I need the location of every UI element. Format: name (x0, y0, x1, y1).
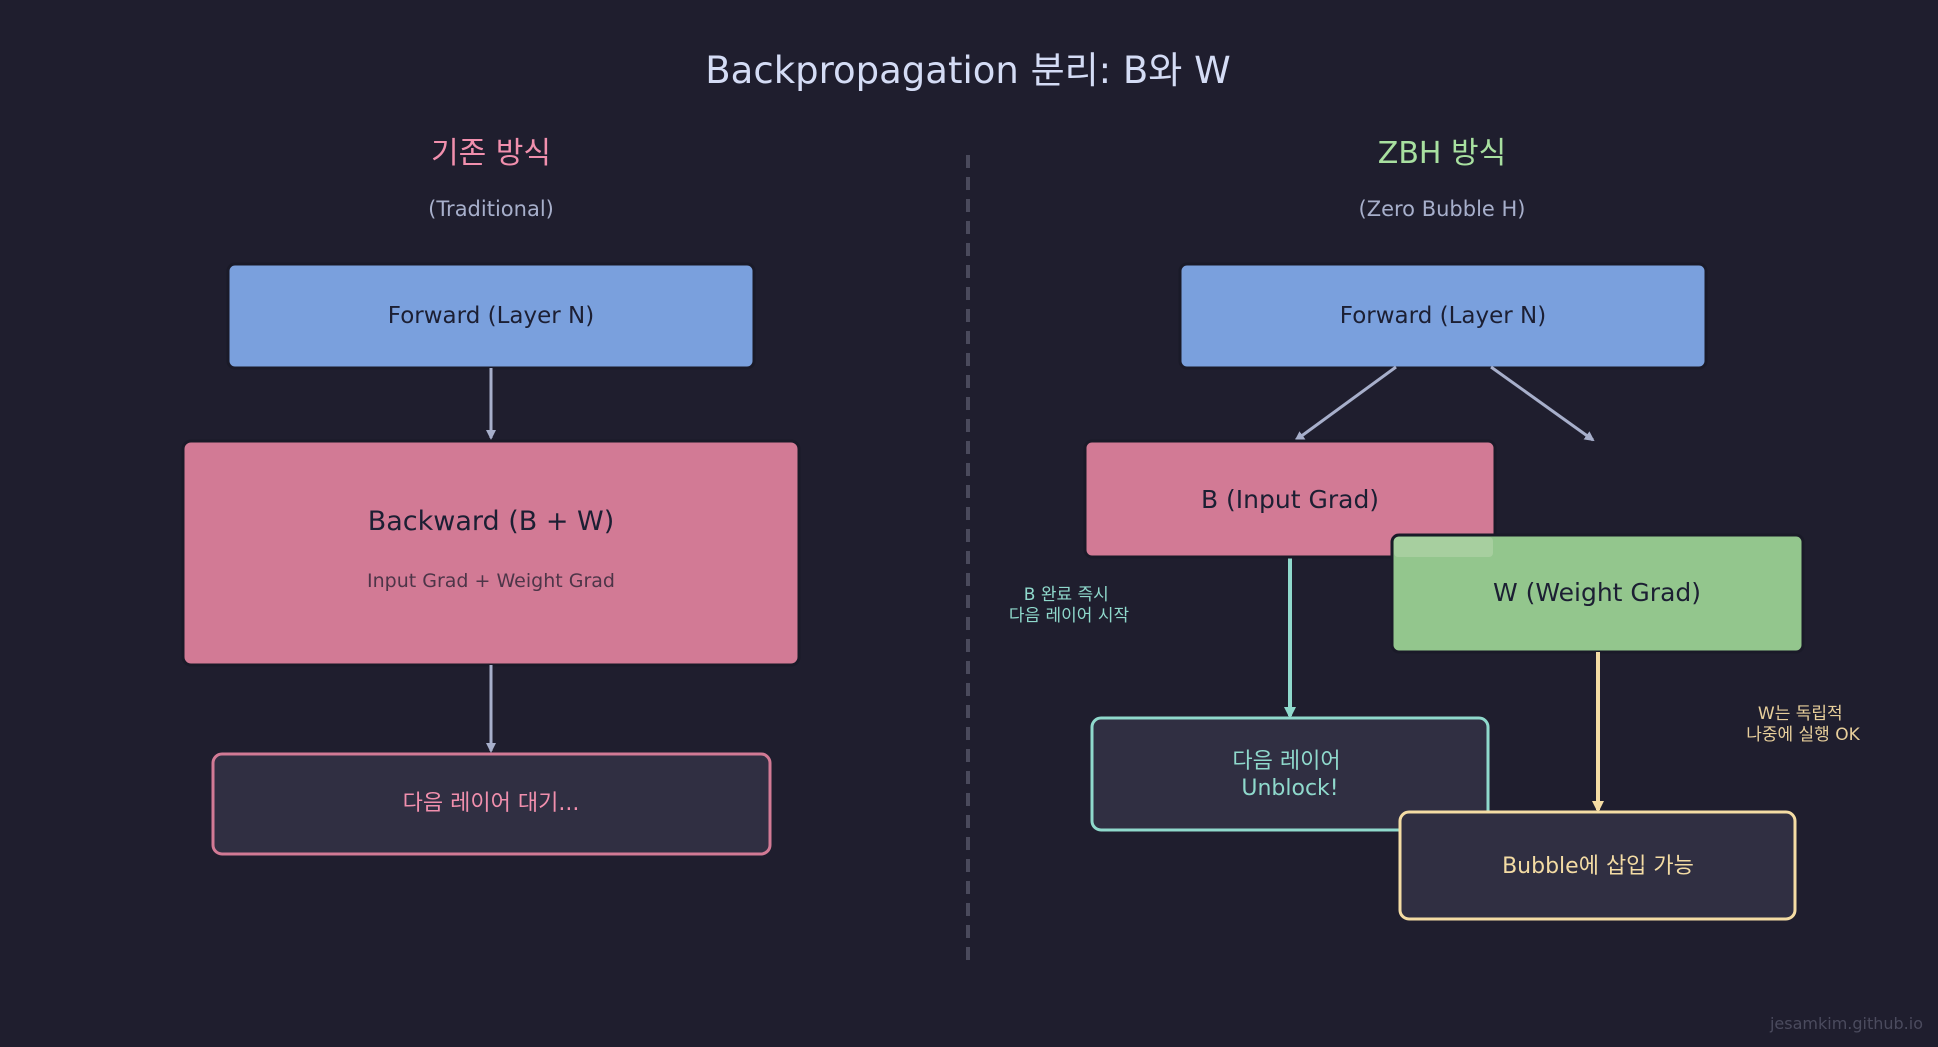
right-heading: ZBH 방식 (1378, 136, 1506, 171)
left-subheading: (Traditional) (428, 197, 554, 221)
right-bubble-box: Bubble에 삽입 가능 (1398, 810, 1797, 921)
right-b-note-line-2: 다음 레이어 시작 (1009, 606, 1130, 626)
left-backward-label: Backward (B + W) (368, 506, 615, 537)
right-w-box: W (Weight Grad) (1390, 533, 1805, 654)
right-w-note-line-2: 나중에 실행 OK (1746, 725, 1860, 745)
right-arrow-forward-to-b (1294, 365, 1397, 442)
right-unblock-label: 다음 레이어 Unblock! (1232, 749, 1347, 801)
right-w-note-line-1: W는 독립적 (1758, 704, 1843, 724)
right-unblock-line-2: Unblock! (1241, 776, 1338, 801)
right-unblock-box: 다음 레이어 Unblock! (1090, 716, 1490, 832)
right-forward-box: Forward (Layer N) (1178, 262, 1708, 370)
left-backward-sublabel: Input Grad + Weight Grad (367, 570, 615, 592)
left-wait-box: 다음 레이어 대기... (211, 752, 772, 856)
left-backward-box: Backward (B + W) Input Grad + Weight Gra… (181, 439, 801, 667)
right-arrow-forward-to-w (1490, 365, 1595, 442)
right-b-note: B 완료 즉시 다음 레이어 시작 (1009, 585, 1130, 626)
right-subheading: (Zero Bubble H) (1359, 197, 1526, 221)
right-b-label: B (Input Grad) (1201, 485, 1379, 514)
right-b-box: B (Input Grad) (1083, 439, 1497, 559)
right-b-note-line-1: B 완료 즉시 (1024, 585, 1109, 605)
left-forward-box: Forward (Layer N) (226, 262, 756, 370)
right-w-note: W는 독립적 나중에 실행 OK (1746, 704, 1860, 745)
right-forward-label: Forward (Layer N) (1340, 303, 1546, 329)
right-unblock-line-1: 다음 레이어 (1232, 749, 1340, 774)
left-heading: 기존 방식 (431, 136, 551, 171)
diagram-title: Backpropagation 분리: B와 W (705, 49, 1230, 92)
left-forward-label: Forward (Layer N) (388, 303, 594, 329)
right-bubble-label: Bubble에 삽입 가능 (1502, 854, 1694, 879)
right-w-label: W (Weight Grad) (1493, 578, 1701, 607)
left-wait-label: 다음 레이어 대기... (403, 791, 580, 816)
watermark: jesamkim.github.io (1769, 1014, 1923, 1033)
